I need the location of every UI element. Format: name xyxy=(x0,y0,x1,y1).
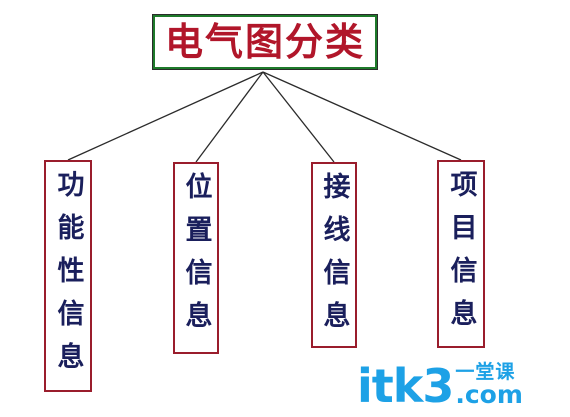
child-node-function-info: 功能性信息 xyxy=(44,160,92,392)
child-label-wiring-info: 接线信息 xyxy=(318,172,350,344)
watermark-logo: itk3 一堂课 .com xyxy=(357,359,523,413)
child-node-wiring-info: 接线信息 xyxy=(311,162,357,348)
watermark-main-text: itk3 xyxy=(357,359,454,413)
watermark-suffix-text: .com xyxy=(455,380,523,409)
child-node-position-info: 位置信息 xyxy=(173,162,219,354)
child-label-position-info: 位置信息 xyxy=(180,172,212,344)
child-label-function-info: 功能性信息 xyxy=(52,170,84,385)
connector-func xyxy=(67,71,264,161)
child-label-item-info: 项目信息 xyxy=(445,170,477,342)
connector-pos xyxy=(195,71,264,163)
connector-wire xyxy=(262,71,335,163)
watermark-side: 一堂课 .com xyxy=(455,361,523,409)
root-title: 电气图分类 xyxy=(164,20,365,64)
root-node: 电气图分类 xyxy=(152,14,378,70)
watermark-chinese-text: 一堂课 xyxy=(455,361,516,383)
connector-item xyxy=(262,71,462,161)
child-node-item-info: 项目信息 xyxy=(437,160,485,348)
